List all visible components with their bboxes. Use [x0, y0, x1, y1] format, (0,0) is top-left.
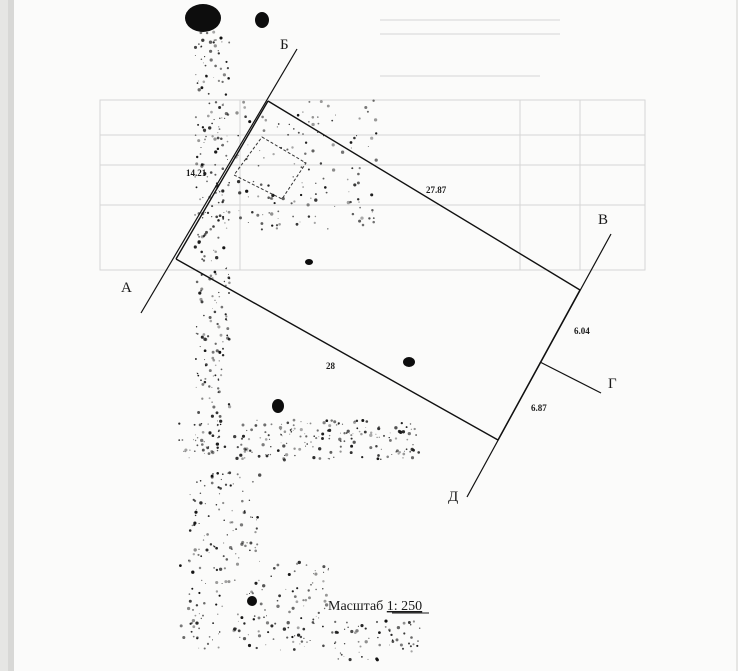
- vertex-label-v: В: [598, 212, 608, 228]
- copy-noise: [178, 30, 421, 662]
- scale-caption: Масштаб 1: 250: [328, 599, 422, 614]
- vertex-label-g: Г: [608, 376, 617, 392]
- scale-value: 1: 250: [387, 599, 422, 614]
- side-a-d: [175, 258, 499, 441]
- vertex-label-b: Б: [280, 37, 289, 53]
- vertex-label-d: Д: [448, 489, 458, 505]
- vertex-label-a: А: [121, 280, 132, 296]
- dimension-v-mid: 6.04: [574, 326, 590, 336]
- axis-a-b: [140, 48, 298, 314]
- dimension-b-v: 27.87: [426, 185, 447, 195]
- side-b-v: [267, 100, 581, 291]
- side-a-b: [175, 100, 269, 260]
- dimension-a-d: 28: [326, 361, 336, 371]
- paper-edge-shadow: [8, 0, 14, 671]
- scale-prefix: Масштаб: [328, 599, 387, 614]
- line-to-g: [539, 361, 602, 394]
- dimension-a-b: 14.21: [186, 168, 207, 178]
- axis-v-d: [466, 233, 612, 498]
- paper: [8, 0, 736, 671]
- extension-lines: [140, 48, 612, 498]
- ink-blots: [185, 4, 415, 606]
- bleed-through-table: [99, 19, 646, 271]
- dimension-mid-d: 6.87: [531, 403, 547, 413]
